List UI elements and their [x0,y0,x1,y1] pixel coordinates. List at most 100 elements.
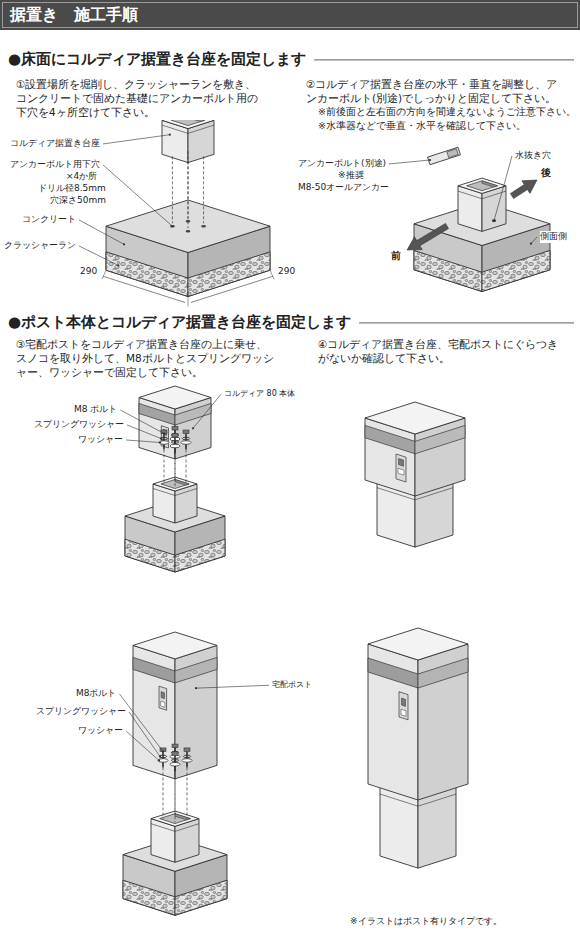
leader-line [169,134,171,136]
leader-line [120,694,164,752]
bolt-set [186,445,187,484]
bolt-set [159,755,166,758]
leader-line [79,220,124,244]
leader-line [120,410,164,434]
post-body [399,692,408,720]
post-body [399,459,404,467]
post-body [368,644,418,800]
part-label: ※推奨 [338,170,364,182]
foundation-block [106,252,188,297]
guide-line [188,161,189,228]
bolt-set [181,441,191,445]
part-label: スプリングワッシャー [34,419,124,431]
leader-line [123,243,125,245]
pedestal [482,181,497,187]
direction-label: 前 [391,249,401,262]
footnote: ※イラストはポスト有りタイプです。 [350,916,502,928]
anchor-bolt [447,149,458,158]
guide-line [172,151,203,228]
dimension-line [103,276,185,302]
bolt-set [182,759,192,763]
bolt-set [175,448,176,487]
direction-label: 後 [541,166,551,179]
bolt-set [171,759,178,762]
foundation-block [414,250,482,291]
note-text: ※前後面と左右面の方向を間違えないようご注意下さい。 [318,106,576,119]
leader-line [193,394,221,428]
post-body [133,632,217,779]
part-label: 側面側 [540,231,567,243]
leader-line [162,750,164,752]
dimension-line [191,276,273,302]
leader-line [192,427,194,429]
post-body [365,402,465,434]
part-label: ワッシャー [78,434,123,446]
leader-line [389,160,430,164]
bolt-set [158,744,192,822]
pedestal [458,178,506,193]
bolt-set [159,427,191,488]
leader-line [159,755,161,757]
bolt-set [183,755,190,758]
post-body [133,645,175,779]
post-body [418,658,468,688]
leader-line [79,134,537,762]
pedestal [175,824,199,832]
foundation-block [123,880,175,915]
bolt-set [158,759,168,763]
leader-line [196,685,269,688]
part-label: スプリングワッシャー [36,706,126,718]
leader-line [493,220,495,222]
part-label: アンカーボルト用下穴 [10,159,100,171]
bolt-set [172,434,178,438]
anchor-hole [170,225,175,227]
post-body [402,698,406,706]
part-label: M8-50オールアンカー [298,182,389,194]
post-body [139,404,175,426]
bolt-set [171,441,178,444]
anchor-hole [201,225,206,227]
part-label: 穴深さ50mm [50,195,106,207]
leader-line [195,687,197,689]
step-text: ①設置場所を堀削し、クラッシャーランを敷き、コンクリートで固めた基礎にアンカーボ… [16,78,266,120]
post-body [133,657,175,683]
leader-line [494,156,512,221]
section-rule [359,322,574,323]
leader-line [129,712,160,757]
foundation-block [175,880,227,915]
leader-line [530,243,532,245]
title-bar: 据置き 施工手順 [0,0,580,30]
leader-line [126,731,159,761]
bolt-set [164,445,165,484]
pedestal [188,125,214,133]
pedestal [458,178,506,231]
pedestal [482,191,506,199]
step-text: ④コルディア据置き台座、宅配ポストにぐらつきがないか確認して下さい。 [318,338,568,366]
post-body [175,404,211,426]
note-text: ※水準器などで垂直・水平を確認して下さい。 [318,120,526,133]
anchor-hole [186,230,191,232]
part-label: アンカーボルト(別途) [298,158,386,170]
bolt-set [172,744,178,748]
part-label: M8ボルト [76,688,117,700]
leader-line [103,165,172,226]
section-rule [314,59,574,60]
anchor-bolt [428,147,461,164]
foundation-block [125,539,175,572]
bolt-set [184,748,190,752]
post-body [398,468,404,475]
part-label: 水抜き穴 [515,150,551,162]
pedestal [175,488,197,495]
post-body [161,701,165,707]
step-text: ②コルディア据置き台座の水平・垂直を調整し、アンカーボルト(別途)でしっかりと固… [306,78,568,106]
part-label: ドリル径8.5mm [38,183,106,195]
leader-line [79,246,118,265]
post-body [368,658,418,688]
post-body [401,709,406,716]
guide-line [172,156,173,223]
leader-line [158,759,160,761]
bolt-set [159,441,169,445]
bolt-set [170,444,180,448]
dimension-line [102,270,106,279]
bolt-set [172,752,178,756]
